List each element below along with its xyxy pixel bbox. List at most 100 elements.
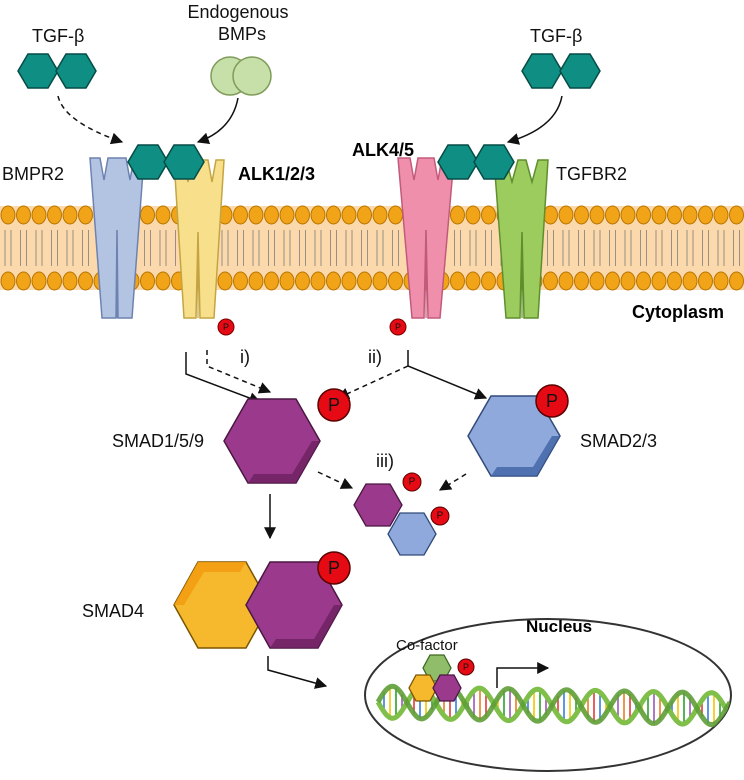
- lipid-head: [682, 271, 698, 291]
- lipid-head: [636, 205, 651, 225]
- tgf-beta-ligand-left: [17, 53, 97, 89]
- lipid-head: [295, 271, 310, 291]
- svg-text:P: P: [328, 558, 340, 578]
- pathway-i-label: i): [240, 347, 250, 367]
- cofactor-label: Co-factor: [396, 637, 458, 654]
- lipid-head: [388, 205, 403, 225]
- alk123-phospho: P: [217, 318, 235, 336]
- lipid-head: [248, 205, 264, 225]
- lipid-head: [326, 205, 341, 225]
- pathway-ii-label: ii): [368, 347, 382, 367]
- smad23-label: SMAD2/3: [580, 431, 657, 451]
- bound-ligand-left: [127, 144, 205, 180]
- lipid-head: [713, 271, 729, 291]
- lipid-head: [341, 271, 357, 291]
- tgfbr2-label: TGFBR2: [556, 164, 627, 184]
- smad4-complex: [173, 561, 343, 649]
- lipid-head: [465, 271, 481, 291]
- svg-text:P: P: [409, 477, 416, 488]
- arrow-bmp-to-receptor: [196, 97, 239, 145]
- dna-helix: [375, 683, 731, 728]
- svg-text:P: P: [223, 322, 229, 332]
- lipid-head: [62, 271, 78, 291]
- lipid-head: [140, 205, 155, 225]
- tgf-beta-right-label: TGF-β: [530, 26, 582, 46]
- lipid-head: [450, 205, 465, 225]
- alk45-phospho: P: [389, 318, 407, 336]
- lipid-head: [729, 205, 744, 225]
- lipid-head: [310, 271, 326, 291]
- lipid-head: [589, 271, 605, 291]
- smad159-protein: [223, 398, 321, 484]
- arrow-alk123-to-smad159: [185, 352, 262, 404]
- lipid-head: [372, 205, 388, 225]
- alk123-label: ALK1/2/3: [238, 164, 315, 184]
- lipid-head: [295, 205, 310, 225]
- svg-text:P: P: [437, 511, 444, 522]
- lipid-head: [682, 205, 698, 225]
- lipid-head: [481, 271, 496, 291]
- smad159-label: SMAD1/5/9: [112, 431, 204, 451]
- lipid-head: [698, 205, 713, 225]
- lipid-head: [279, 205, 295, 225]
- lipid-head: [558, 271, 574, 291]
- arrow-ii-solid: [407, 350, 488, 400]
- lipid-head: [264, 271, 279, 291]
- lipid-head: [558, 205, 574, 225]
- bmpr2-receptor: [89, 157, 145, 319]
- lipid-head: [155, 205, 171, 225]
- tgfbr2-receptor: [493, 159, 549, 319]
- lipid-head: [651, 205, 667, 225]
- bmpr2-label: BMPR2: [2, 164, 64, 184]
- arrow-iii-from-smad23: [438, 473, 467, 491]
- smad4-label: SMAD4: [82, 601, 144, 621]
- tgf-beta-ligand-right: [521, 53, 601, 89]
- lipid-head: [47, 271, 62, 291]
- lipid-head: [667, 271, 682, 291]
- alk45-label: ALK4/5: [352, 140, 414, 160]
- dna-strand-2: [375, 683, 731, 728]
- lipid-head: [543, 271, 558, 291]
- lipid-head: [217, 271, 233, 291]
- lipid-head: [248, 271, 264, 291]
- lipid-head: [0, 205, 16, 225]
- lipid-head: [698, 271, 713, 291]
- arrow-smad4-to-nucleus: [267, 656, 328, 689]
- smad-complex-iii: [353, 483, 437, 556]
- lipid-head: [78, 205, 93, 225]
- bmps-label: BMPs: [218, 24, 266, 44]
- svg-text:P: P: [328, 395, 340, 415]
- lipid-head: [31, 205, 47, 225]
- complex-phospho-2: P: [430, 506, 450, 526]
- lipid-head: [651, 271, 667, 291]
- lipid-head: [574, 271, 589, 291]
- endogenous-label: Endogenous: [187, 2, 288, 22]
- cofactor-complex: [408, 654, 462, 702]
- lipid-head: [78, 271, 93, 291]
- smad159-phospho: P: [317, 388, 351, 422]
- bmp-ligand: [210, 56, 272, 96]
- lipid-head: [16, 271, 31, 291]
- lipid-head: [62, 205, 78, 225]
- arrow-tgf-left-to-receptor: [57, 95, 124, 145]
- lipid-head: [667, 205, 682, 225]
- smad4-phospho: P: [317, 551, 351, 585]
- transcription-arrow: [496, 662, 550, 688]
- lipid-head: [465, 205, 481, 225]
- alk45-receptor: [397, 157, 455, 319]
- arrow-iii-from-smad159: [317, 471, 354, 489]
- smad23-phospho: P: [535, 384, 569, 418]
- complex-phospho-1: P: [402, 472, 422, 492]
- tgf-beta-left-label: TGF-β: [32, 26, 84, 46]
- lipid-head: [279, 271, 295, 291]
- lipid-head: [0, 271, 16, 291]
- lipid-head: [233, 205, 248, 225]
- svg-text:P: P: [395, 322, 401, 332]
- lipid-head: [233, 271, 248, 291]
- lipid-head: [326, 271, 341, 291]
- lipid-head: [574, 205, 589, 225]
- svg-text:P: P: [546, 391, 558, 411]
- pathway-iii-label: iii): [376, 451, 394, 471]
- lipid-head: [372, 271, 388, 291]
- lipid-head: [450, 271, 465, 291]
